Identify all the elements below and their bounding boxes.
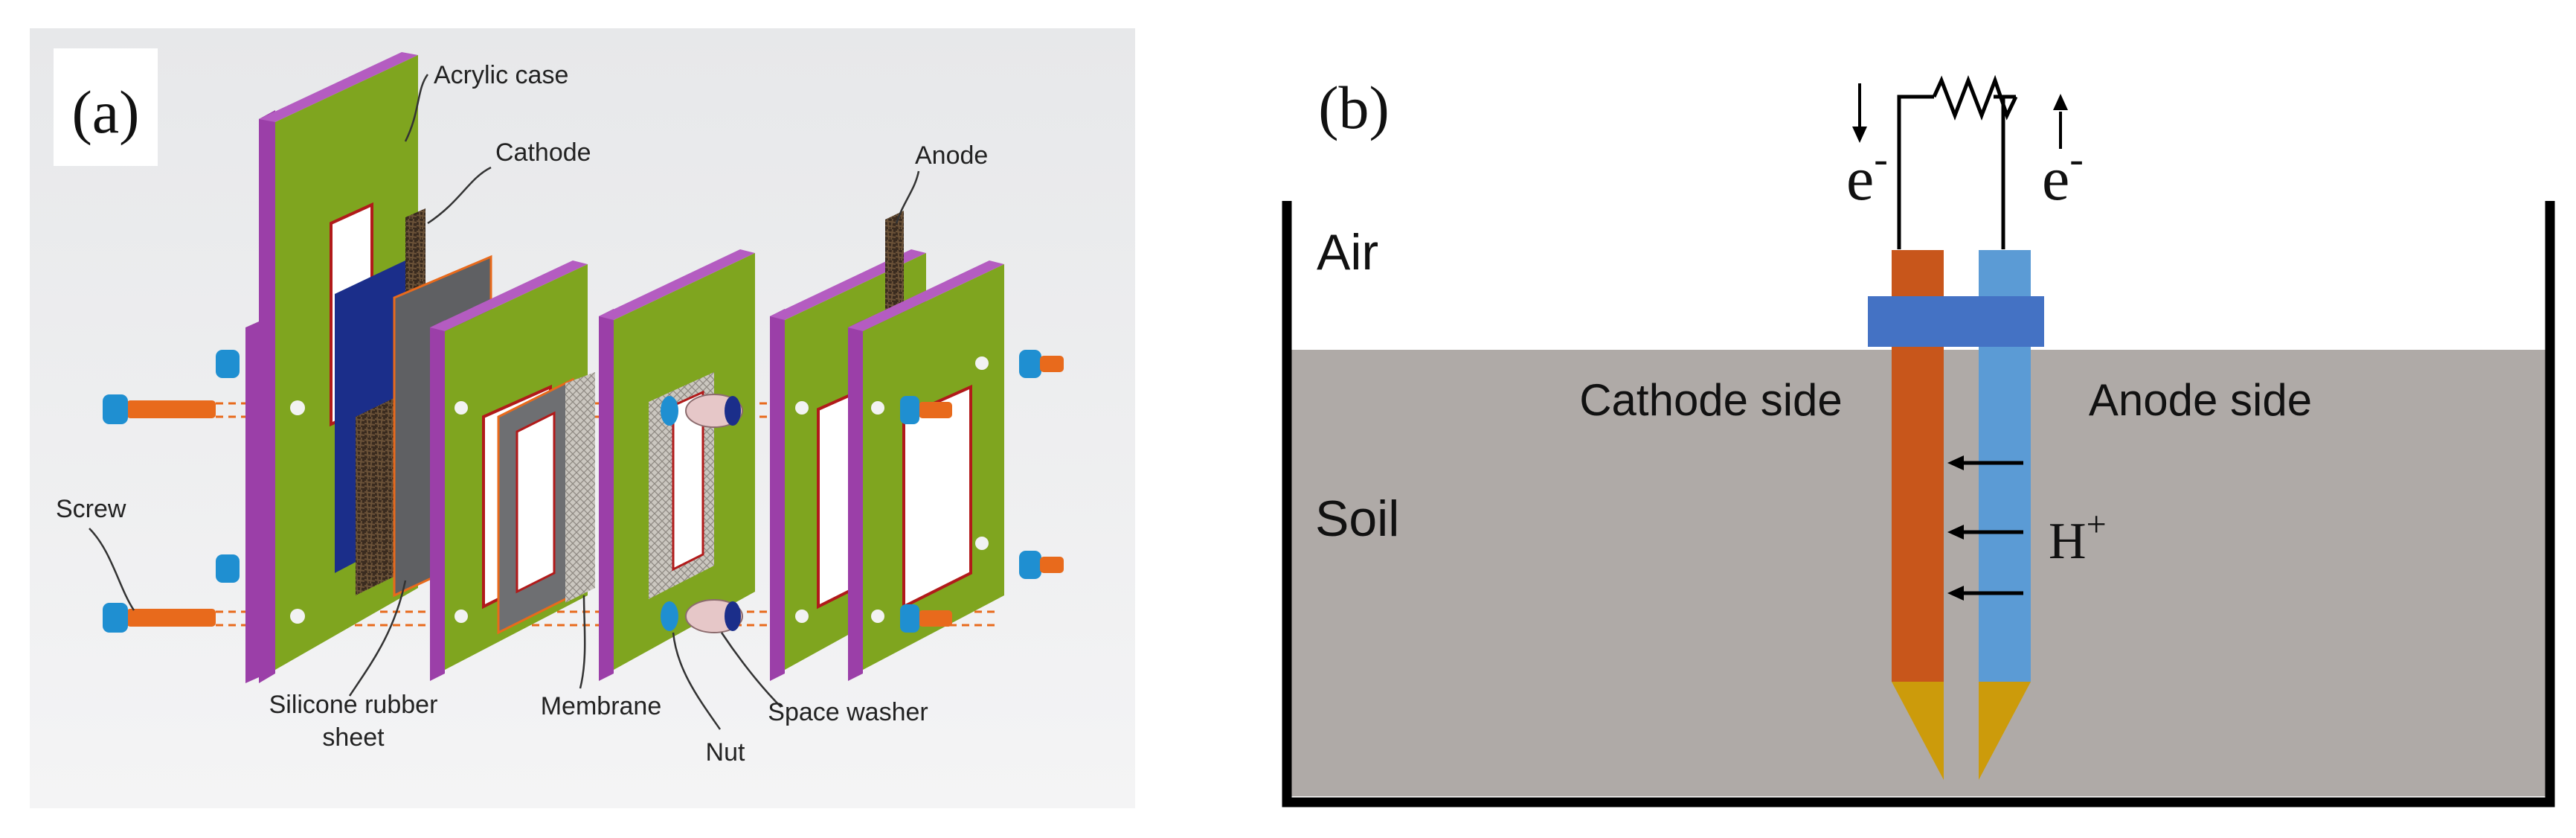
label-silicone-line1: Silicone rubber: [269, 691, 438, 719]
panel-a-tag-box: [54, 48, 158, 166]
screw-hole: [795, 401, 809, 415]
down-arrow-head: [1852, 127, 1867, 143]
leader-membrane: [579, 595, 586, 689]
label-screw: Screw: [56, 495, 126, 523]
screw-stub: [1040, 356, 1064, 372]
panel-b-tag: (b): [1318, 74, 1390, 141]
leader-anode: [895, 170, 920, 224]
screw-hole: [795, 610, 809, 623]
electron-label-left: e-: [1846, 136, 1888, 214]
leader-space-washer: [720, 632, 782, 708]
leader-silicone: [348, 580, 407, 697]
up-arrow-head: [2053, 94, 2068, 110]
nut: [900, 604, 919, 633]
leader-cathode: [427, 166, 492, 225]
plate-edge: [770, 309, 785, 681]
plate-edge: [430, 320, 445, 681]
arrowhead: [1947, 525, 1964, 540]
leader-lines: [89, 74, 920, 730]
plate-window: [672, 390, 704, 572]
panel-a-labels: Acrylic case Cathode Anode Screw Silicon…: [56, 61, 988, 767]
label-soil: Soil: [1315, 490, 1399, 547]
screw-hole: [871, 610, 884, 623]
leader-nut: [672, 632, 722, 730]
label-air: Air: [1317, 224, 1378, 281]
plate-edge: [259, 110, 275, 683]
screw-hole: [871, 401, 884, 415]
label-membrane: Membrane: [541, 692, 662, 720]
screw-hole: [975, 537, 989, 550]
acrylic-plate-5: [848, 260, 1004, 681]
membrane-sheet: [565, 372, 595, 603]
screw-head: [103, 394, 128, 424]
screw-hole: [290, 609, 305, 624]
proton-flow: [1958, 461, 2023, 595]
electron-label-right: e-: [2042, 136, 2084, 214]
label-nut: Nut: [706, 738, 745, 767]
label-space-washer: Space washer: [768, 698, 928, 726]
plate-edge: [599, 309, 614, 681]
label-cathode: Cathode: [495, 138, 591, 167]
plate-window: [902, 384, 972, 610]
label-acrylic-case: Acrylic case: [434, 61, 568, 89]
screw-hole: [290, 400, 305, 415]
screw-stub: [1040, 557, 1064, 573]
leader-screw: [89, 528, 135, 611]
anode-lead: [885, 211, 904, 314]
screw-rod-lower: [126, 609, 216, 627]
proton-arrowheads: [1947, 455, 1964, 601]
screw-stub: [919, 610, 952, 627]
anode-tip: [1979, 682, 2031, 780]
screw-hole: [455, 610, 468, 623]
screw-stub: [919, 402, 952, 418]
proton-label: H+: [2049, 505, 2107, 570]
nut: [900, 396, 919, 424]
panel-a: (a): [30, 28, 1135, 808]
arrowhead: [1947, 586, 1964, 601]
clamp: [1868, 296, 2044, 347]
nut: [661, 396, 678, 426]
nut-ring: [725, 601, 741, 631]
plate-edge-top: [430, 260, 588, 331]
label-anode-side: Anode side: [2089, 375, 2312, 425]
circuit-wire: [2001, 95, 2016, 249]
membrane-assembly: [497, 372, 595, 635]
acrylic-plate-1: [245, 52, 418, 683]
electrode-assembly: [1868, 250, 2044, 780]
nut: [1019, 551, 1041, 579]
screw-rod-upper: [126, 400, 216, 418]
nut: [216, 350, 240, 378]
screw-hole: [455, 401, 468, 415]
nut: [661, 601, 678, 631]
plate-edge: [848, 320, 863, 681]
nut-ring: [725, 396, 741, 426]
electron-flow: e- e-: [1846, 83, 2084, 214]
plate-edge-top: [848, 260, 1004, 331]
panel-a-tag: (a): [71, 78, 139, 146]
plate-edge-top: [259, 52, 418, 122]
label-anode: Anode: [915, 141, 988, 170]
arrowhead: [1947, 455, 1964, 470]
label-cathode-side: Cathode side: [1579, 375, 1843, 425]
plate-lower-block: [245, 322, 259, 683]
acrylic-plate-3: [599, 249, 755, 681]
silicone-frame-opening: [515, 411, 556, 594]
screw-head: [103, 603, 128, 633]
container-wall: [1282, 201, 2555, 807]
nut: [1019, 350, 1041, 378]
cathode-tip: [1892, 682, 1944, 780]
external-circuit: [1897, 74, 2018, 249]
panel-b-labels: Air Soil Cathode side Anode side: [1315, 224, 2312, 547]
fasteners: [103, 350, 1064, 633]
plate-edge-top: [599, 249, 755, 320]
screw-hole: [975, 356, 989, 370]
label-silicone-line2: sheet: [322, 723, 385, 752]
circuit-wire: [1897, 95, 1934, 249]
leader-acrylic-case: [404, 74, 429, 142]
panel-b: (b) e- e-: [1282, 74, 2555, 807]
nut: [216, 554, 240, 583]
